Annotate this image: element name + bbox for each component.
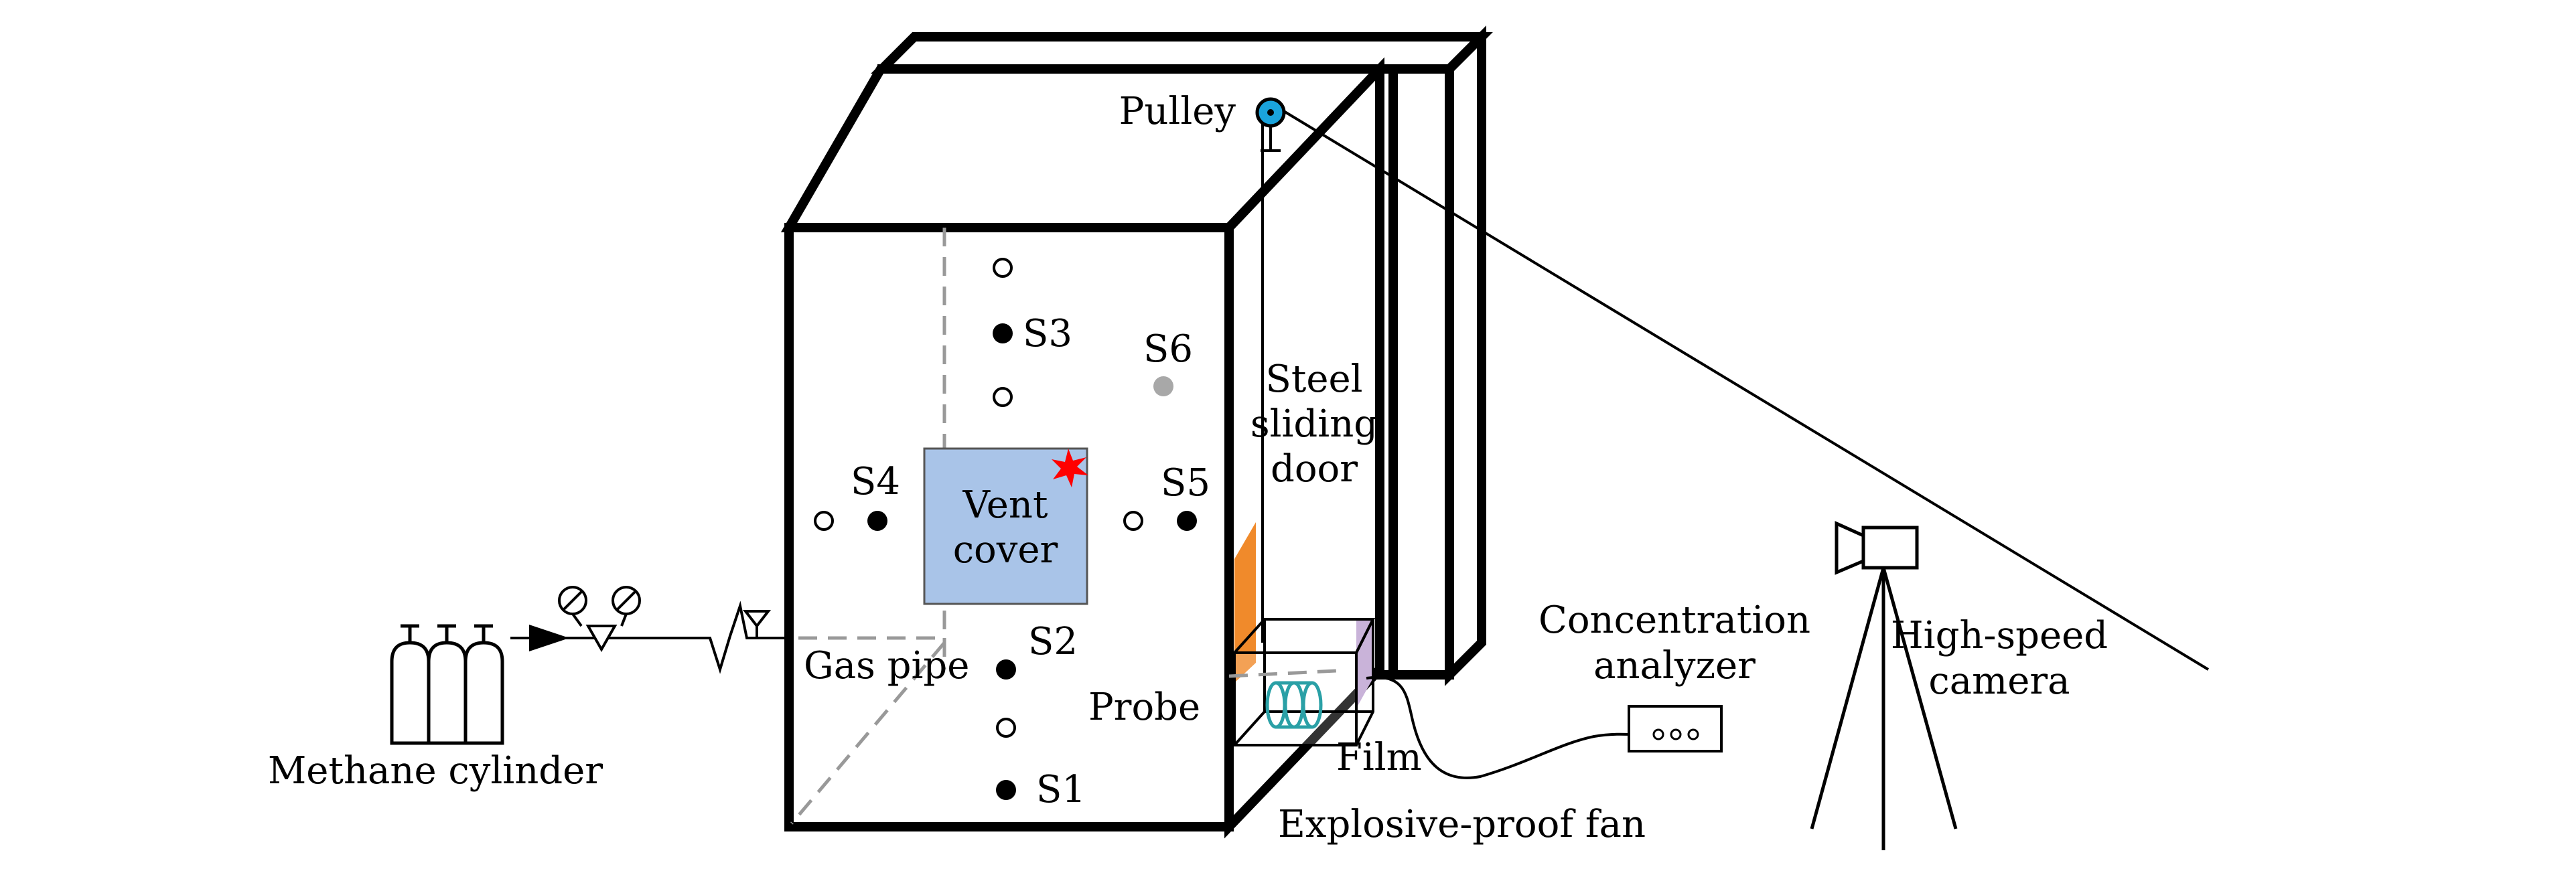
sensor-s5-label: S5 — [1161, 461, 1210, 505]
sensor-s4-point — [867, 511, 887, 531]
analyzer-label-line1: Concentration — [1539, 599, 1810, 642]
camera-icon — [1835, 521, 1919, 575]
flow-arrow-icon — [529, 625, 569, 651]
sensor-s5-point — [1177, 511, 1197, 531]
cylinder-icon — [463, 624, 504, 745]
film-panel — [1356, 619, 1373, 708]
gas-pipe-label: Gas pipe — [804, 644, 969, 688]
sensors: S3 S6 S4 S5 S2 S1 — [814, 258, 1210, 811]
open-point-5 — [996, 718, 1016, 738]
tripod-icon — [1810, 567, 1958, 850]
steel-label-line3: door — [1271, 447, 1358, 491]
analyzer-label-line2: analyzer — [1593, 644, 1756, 688]
analyzer-box — [1628, 705, 1723, 752]
analyzer-cable — [1366, 676, 1632, 779]
methane-cylinders — [390, 624, 504, 745]
camera-label-line2: camera — [1928, 659, 2070, 703]
probe-label: Probe — [1088, 686, 1200, 729]
ignition-spark-icon — [1052, 449, 1088, 487]
cylinder-icon — [427, 624, 468, 745]
sensor-s1-label: S1 — [1036, 768, 1086, 811]
open-point-2 — [993, 387, 1013, 407]
steel-sliding-door-label: Steel sliding door — [1250, 358, 1378, 491]
orange-strip — [1234, 522, 1256, 683]
explosive-proof-fan — [1231, 618, 1376, 746]
probe-line — [1228, 669, 1337, 678]
sensor-s1-point — [996, 780, 1016, 800]
film-label: Film — [1336, 736, 1422, 779]
methane-cylinder-label: Methane cylinder — [268, 749, 603, 793]
fan-label: Explosive-proof fan — [1278, 803, 1646, 846]
steel-label-line1: Steel — [1265, 358, 1362, 401]
vent-cover-label-line2: cover — [953, 528, 1058, 572]
pulley-assembly: Pulley — [1119, 90, 2210, 671]
pulley-label: Pulley — [1119, 90, 1236, 133]
steel-label-line2: sliding — [1250, 402, 1378, 446]
gas-pipe — [798, 636, 946, 669]
sensor-s2-point — [996, 659, 1016, 680]
sensor-s3-label: S3 — [1023, 312, 1072, 355]
sensor-s6-point — [1153, 376, 1173, 396]
sensor-s6-label: S6 — [1143, 327, 1193, 371]
high-speed-camera: High-speed camera — [1810, 521, 2108, 850]
concentration-analyzer: Concentration analyzer — [1539, 599, 1810, 752]
cylinder-icon — [390, 624, 431, 745]
vent-cover-label-line1: Vent — [962, 483, 1048, 527]
open-point-4 — [1123, 511, 1143, 531]
vent-cover: Vent cover — [923, 447, 1088, 605]
open-point-1 — [993, 258, 1013, 278]
sensor-s4-label: S4 — [851, 460, 900, 503]
sensor-s3-point — [993, 323, 1013, 343]
camera-label-line1: High-speed — [1891, 614, 2108, 657]
probe-coil-icon — [1265, 681, 1323, 729]
valve-icon — [558, 586, 641, 653]
open-point-3 — [814, 511, 834, 531]
pulley-rope-diagonal — [1281, 109, 2210, 671]
sensor-s2-label: S2 — [1028, 620, 1078, 663]
